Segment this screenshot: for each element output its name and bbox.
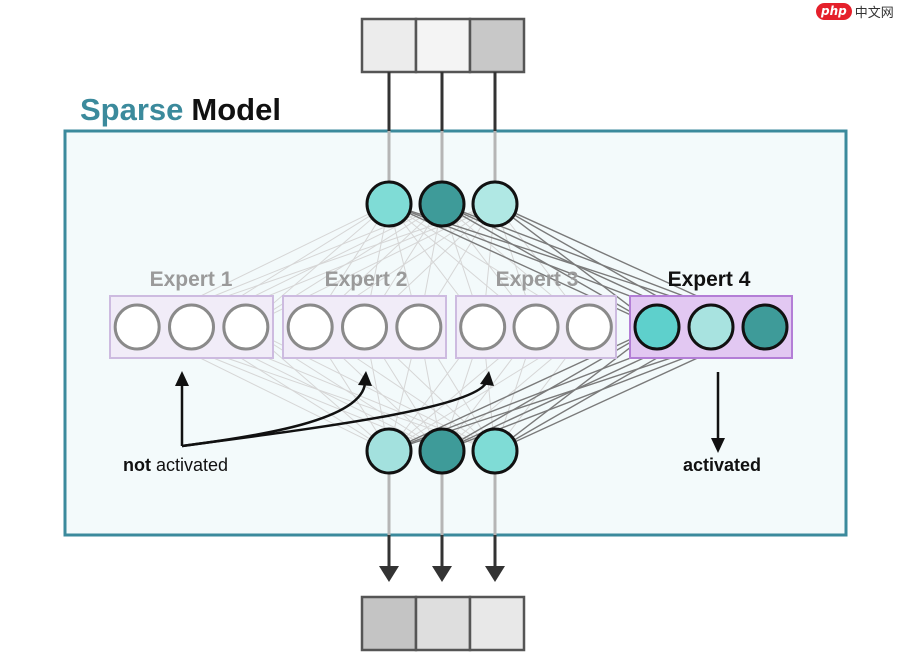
- arrow-heads: [175, 371, 725, 453]
- arrowhead-expert-4: [711, 438, 725, 453]
- expert-3-neuron: [459, 303, 507, 351]
- arrow-expert-3: [181, 382, 488, 448]
- experts-layer: [109, 295, 793, 359]
- bottom-router-neuron: [365, 427, 413, 475]
- not-activated-rest: activated: [156, 455, 228, 475]
- watermark-logo: php: [816, 3, 852, 20]
- expert-1-neuron: [168, 303, 215, 351]
- expert-3-label: Expert 3: [496, 268, 579, 291]
- bottom-router-neuron: [471, 427, 519, 475]
- activated-label: activated: [683, 455, 761, 475]
- arrowhead-expert-3: [480, 371, 494, 386]
- io-layer: [360, 17, 526, 652]
- arrowhead-expert-2: [358, 371, 372, 386]
- bottom-router-neuron: [418, 427, 466, 475]
- title-rest: Model: [191, 92, 281, 127]
- expert-2-neuron: [286, 303, 334, 351]
- top-router-neuron: [365, 180, 413, 228]
- watermark-text: 中文网: [854, 6, 894, 21]
- expert-2-label: Expert 2: [325, 268, 408, 291]
- output-arrowhead: [485, 566, 505, 582]
- output-cell: [414, 595, 472, 652]
- expert-4-neuron: [741, 303, 789, 351]
- expert-3-neuron: [512, 303, 560, 351]
- title-accent: Sparse: [80, 92, 183, 127]
- mesh-line-top: [245, 203, 443, 328]
- watermark: php 中文网: [816, 2, 894, 21]
- expert-4-neuron: [633, 303, 681, 351]
- not-activated-bold: not: [123, 455, 151, 475]
- output-arrowhead: [432, 566, 452, 582]
- input-cell: [468, 17, 526, 74]
- mesh-line-bottom: [245, 326, 443, 452]
- input-cell: [360, 17, 418, 74]
- top-router-neuron: [418, 180, 466, 228]
- expert-1-label: Expert 1: [150, 268, 233, 291]
- expert-3-neuron: [565, 303, 613, 351]
- expert-2-neuron: [341, 303, 388, 351]
- expert-1-neuron: [222, 303, 270, 351]
- expert-4-neuron: [687, 303, 735, 351]
- arrowhead-expert-1: [175, 371, 189, 386]
- top-router-neuron: [471, 180, 519, 228]
- not-activated-arrows: [180, 372, 720, 448]
- router-neurons: [365, 180, 519, 475]
- output-cell: [360, 595, 418, 652]
- output-arrowhead: [379, 566, 399, 582]
- expert-1-neuron: [113, 303, 161, 351]
- expert-4-label: Expert 4: [668, 268, 751, 291]
- expert-2-neuron: [395, 303, 443, 351]
- input-cell: [414, 17, 472, 74]
- output-cell: [468, 595, 526, 652]
